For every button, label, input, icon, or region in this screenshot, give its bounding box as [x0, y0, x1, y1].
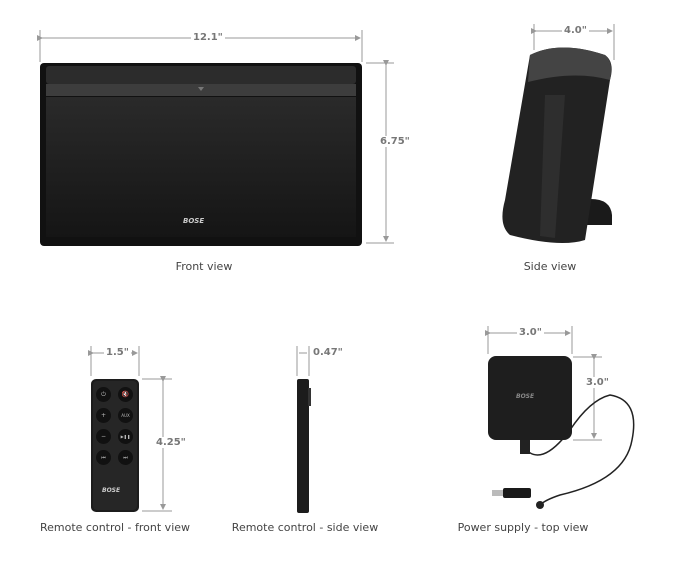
- caption-remote-side: Remote control - side view: [231, 521, 379, 534]
- power-button-icon: ⏻: [96, 387, 111, 402]
- caption-remote-front: Remote control - front view: [39, 521, 191, 534]
- dim-front-width: 12.1": [191, 32, 225, 43]
- caption-side-view: Side view: [523, 260, 577, 273]
- mute-button-icon: 🔇: [118, 387, 133, 402]
- dim-power-height: 3.0": [584, 377, 611, 388]
- volume-down-button-icon: −: [96, 429, 111, 444]
- next-button-icon: ⏭: [118, 450, 133, 465]
- dim-remote-thickness: 0.47": [311, 347, 345, 358]
- volume-up-button-icon: +: [96, 408, 111, 423]
- aux-button-icon: AUX: [118, 408, 133, 423]
- dim-remote-width: 1.5": [104, 347, 131, 358]
- bose-logo-front: BOSE: [183, 217, 205, 225]
- speaker-side: [502, 47, 612, 244]
- dim-remote-height: 4.25": [154, 437, 188, 448]
- remote-buttons: ⏻ 🔇 + AUX − ▶❚❚ ⏮ ⏭: [96, 387, 136, 465]
- dim-front-height: 6.75": [378, 136, 412, 147]
- caption-power-supply: Power supply - top view: [457, 521, 589, 534]
- speaker-front: [40, 63, 362, 246]
- caption-front-view: Front view: [175, 260, 233, 273]
- dim-side-depth: 4.0": [562, 25, 589, 36]
- power-supply: [488, 356, 635, 509]
- dim-power-width: 3.0": [517, 327, 544, 338]
- bose-logo-power: BOSE: [516, 393, 535, 400]
- previous-button-icon: ⏮: [96, 450, 111, 465]
- bose-logo-remote: BOSE: [102, 487, 121, 494]
- play-pause-button-icon: ▶❚❚: [118, 429, 133, 444]
- remote-side: [297, 379, 311, 513]
